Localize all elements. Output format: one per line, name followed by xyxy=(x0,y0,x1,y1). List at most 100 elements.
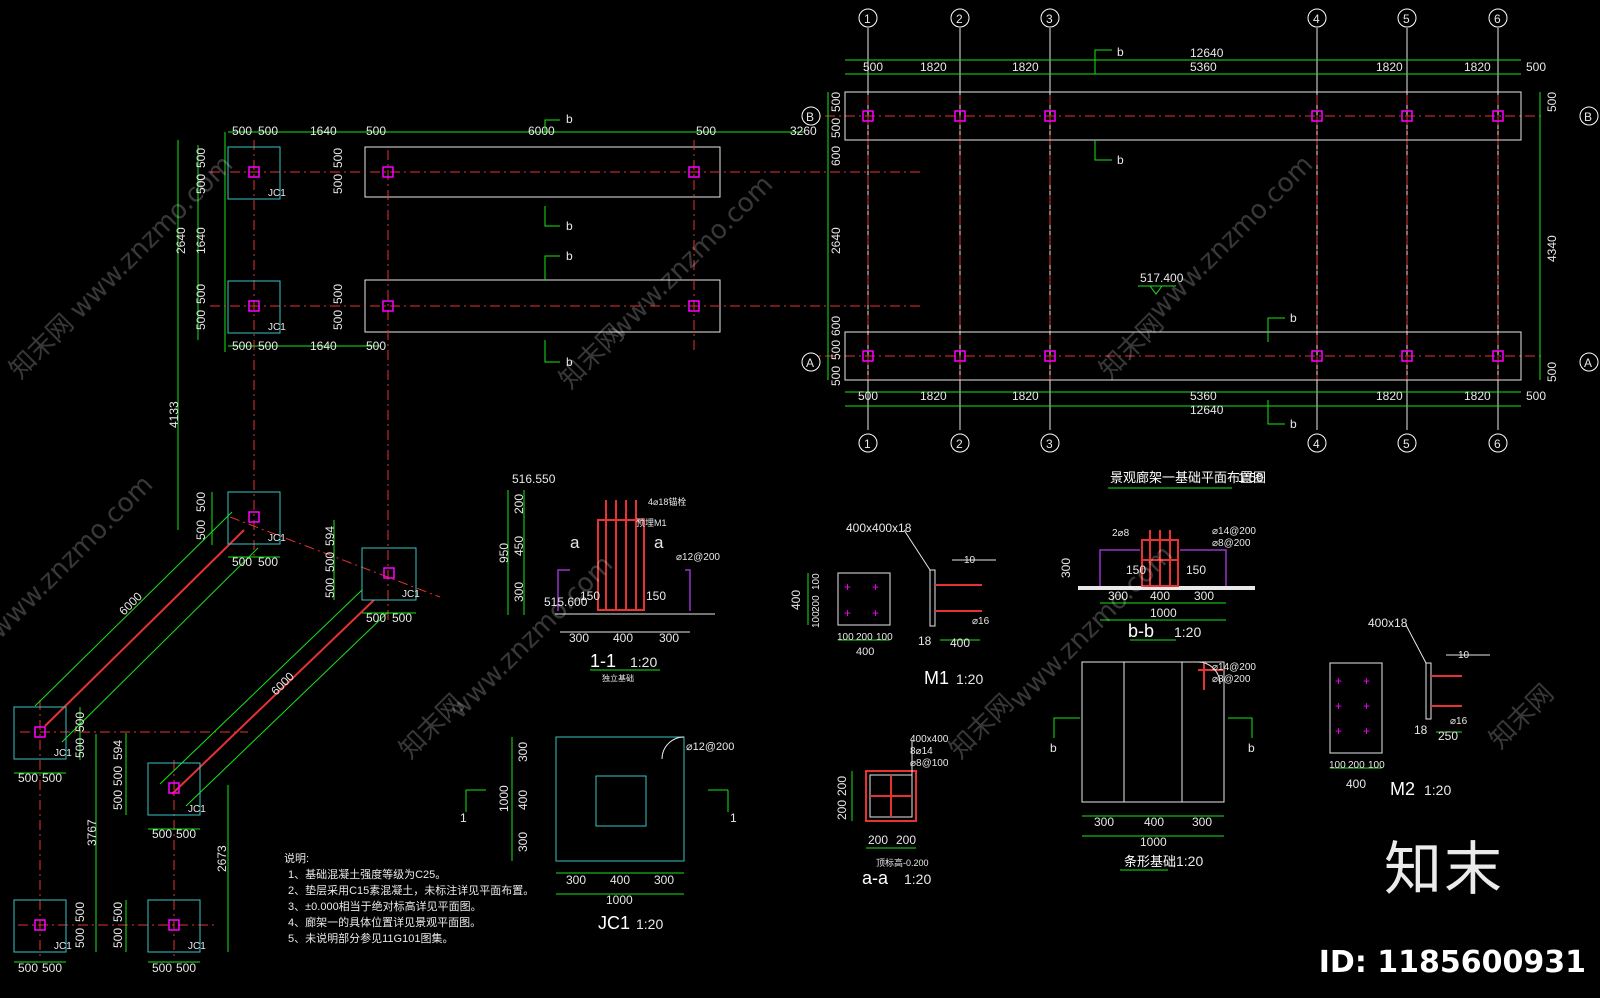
axis-5-top: 5 xyxy=(1403,12,1410,26)
plan-dim-side-3: 600 xyxy=(829,146,843,166)
notes-line-2: 2、垫层采用C15素混凝土，未标注详见平面布置。 xyxy=(288,883,534,897)
svg-text:+: + xyxy=(844,606,851,620)
left-dim-diag-2: 6000 xyxy=(268,669,297,698)
plan-dim-bottom-7: 500 xyxy=(1526,389,1546,403)
jc1-label-8: JC1 xyxy=(188,941,206,952)
left-dim-mid-3: 1640 xyxy=(310,339,337,353)
m2-dim-200: 200 xyxy=(1348,760,1365,771)
axis-1-bottom: 1 xyxy=(864,437,871,451)
watermark-brand-3: 知末网 xyxy=(1094,309,1170,385)
m1-plate: 400x400x18 xyxy=(846,521,912,535)
left-dim-jc8-b: 500 xyxy=(176,961,196,975)
left-dim-lower-500c: 500 xyxy=(111,928,125,948)
m2-drawing: ++ ++ ++ xyxy=(1329,624,1490,769)
watermark-brand-6: 知末网 xyxy=(944,689,1020,765)
axis-2-bottom: 2 xyxy=(956,437,963,451)
left-dim-mid-1: 500 xyxy=(232,339,252,353)
plan-dim-right-top: 500 xyxy=(1545,92,1559,112)
jc1-rebar: ⌀12@200 xyxy=(686,741,734,753)
svg-text:+: + xyxy=(1335,724,1342,738)
plan-dim-right-total: 4340 xyxy=(1545,235,1559,262)
s11-elev-top: 516.550 xyxy=(512,472,556,486)
left-dim-jc5-a: 500 xyxy=(18,771,38,785)
cut-b-3: b xyxy=(1290,311,1297,325)
plan-dim-side-6: 500 xyxy=(829,340,843,360)
left-dim-top-5: 6000 xyxy=(528,124,555,138)
cut-b-1: b xyxy=(1117,45,1124,59)
axis-b-right: B xyxy=(1584,110,1592,124)
left-dim-left-5: 500 xyxy=(194,310,208,330)
svg-text:+: + xyxy=(872,606,879,620)
left-dim-jc7-a: 500 xyxy=(18,961,38,975)
plan-dim-total-bottom: 12640 xyxy=(1190,403,1224,417)
plan-dim-bottom-6: 1820 xyxy=(1464,389,1491,403)
m1-dim-side-100a: 100 xyxy=(811,573,822,590)
aa-note-3: ⌀8@100 xyxy=(910,758,949,769)
aa-note-1: 400x400 xyxy=(910,734,949,745)
s11-150a: 150 xyxy=(580,589,600,603)
left-cut-b-3: b xyxy=(566,249,573,263)
bb-w-300a: 300 xyxy=(1108,589,1128,603)
jc1-label-2: JC1 xyxy=(268,322,286,333)
plan-dim-side-2: 500 xyxy=(829,118,843,138)
jc1-h-300b: 300 xyxy=(516,832,530,852)
left-dim-left-4: 2640 xyxy=(174,227,188,254)
cut-b-4: b xyxy=(1290,417,1297,431)
jc1-h-400: 400 xyxy=(516,790,530,810)
jc1-drawing xyxy=(465,736,729,895)
m1-bar: ⌀16 xyxy=(972,616,990,627)
left-dim-left-1: 500 xyxy=(194,174,208,194)
notes-line-4: 4、廊架一的具体位置详见景观平面图。 xyxy=(288,915,481,929)
bb-150a: 150 xyxy=(1126,563,1146,577)
s11-w-300b: 300 xyxy=(659,631,679,645)
left-dim-lower-500g: 500 xyxy=(73,928,87,948)
left-dim-jc4-side-2: 500 xyxy=(323,552,337,572)
aa-note-bottom: 顶标高-0.200 xyxy=(876,857,929,868)
m1-dim-400-side: 400 xyxy=(789,590,803,610)
plan-dim-top-1: 500 xyxy=(863,60,883,74)
image-id-label: ID: 1185600931 xyxy=(1318,945,1586,980)
s11-w-400: 400 xyxy=(613,631,633,645)
plan-elevation: 517.400 xyxy=(1140,271,1184,285)
axis-4-top: 4 xyxy=(1313,12,1320,26)
left-dim-jc3-b: 500 xyxy=(258,555,278,569)
bb-w-1000: 1000 xyxy=(1150,606,1177,620)
axis-a-left: A xyxy=(806,356,814,370)
section-cut-markers-left xyxy=(544,119,560,363)
plan-dim-top-6: 1820 xyxy=(1464,60,1491,74)
left-dim-mid-4: 500 xyxy=(366,339,386,353)
m1-dim-side-100b: 100 xyxy=(811,611,822,628)
m1-dim-400: 400 xyxy=(856,646,874,658)
m2-dim-400: 400 xyxy=(1346,777,1366,791)
jc1-title: JC1 xyxy=(598,913,630,933)
plan-dim-top-3: 1820 xyxy=(1012,60,1039,74)
m1-drawing: ++ ++ xyxy=(807,529,996,641)
m2-dim-18: 18 xyxy=(1414,723,1428,737)
svg-text:+: + xyxy=(1335,674,1342,688)
s11-scale: 1:20 xyxy=(630,654,657,670)
plan-dim-right-bottom: 500 xyxy=(1545,362,1559,382)
left-dim-diag-1: 6000 xyxy=(116,589,145,618)
axis-1-top: 1 xyxy=(864,12,871,26)
svg-text:+: + xyxy=(1363,674,1370,688)
left-dim-left-9: 500 xyxy=(194,492,208,512)
svg-text:+: + xyxy=(1363,724,1370,738)
left-dim-mid-2: 500 xyxy=(258,339,278,353)
left-dim-top-7: 3260 xyxy=(790,124,817,138)
strip-title: 条形基础 xyxy=(1124,854,1176,869)
axis-5-bottom: 5 xyxy=(1403,437,1410,451)
jc1-cut-right: 1 xyxy=(730,811,737,825)
plan-title: 景观廊架一基础平面布置图 xyxy=(1110,470,1266,485)
bb-150b: 150 xyxy=(1186,563,1206,577)
plan-dim-top-2: 1820 xyxy=(920,60,947,74)
jc1-w-1000: 1000 xyxy=(606,893,633,907)
strip-cut-right: b xyxy=(1248,741,1255,755)
elevation-marker xyxy=(1138,285,1176,295)
plan-dim-top-5: 1820 xyxy=(1376,60,1403,74)
notes-line-5: 5、未说明部分参见11G101图集。 xyxy=(288,931,453,945)
left-cut-b-1: b xyxy=(566,112,573,126)
left-dim-lower-500f: 500 xyxy=(73,712,87,732)
strip-w-400: 400 xyxy=(1144,815,1164,829)
left-dim-lower-594: 594 xyxy=(111,740,125,760)
